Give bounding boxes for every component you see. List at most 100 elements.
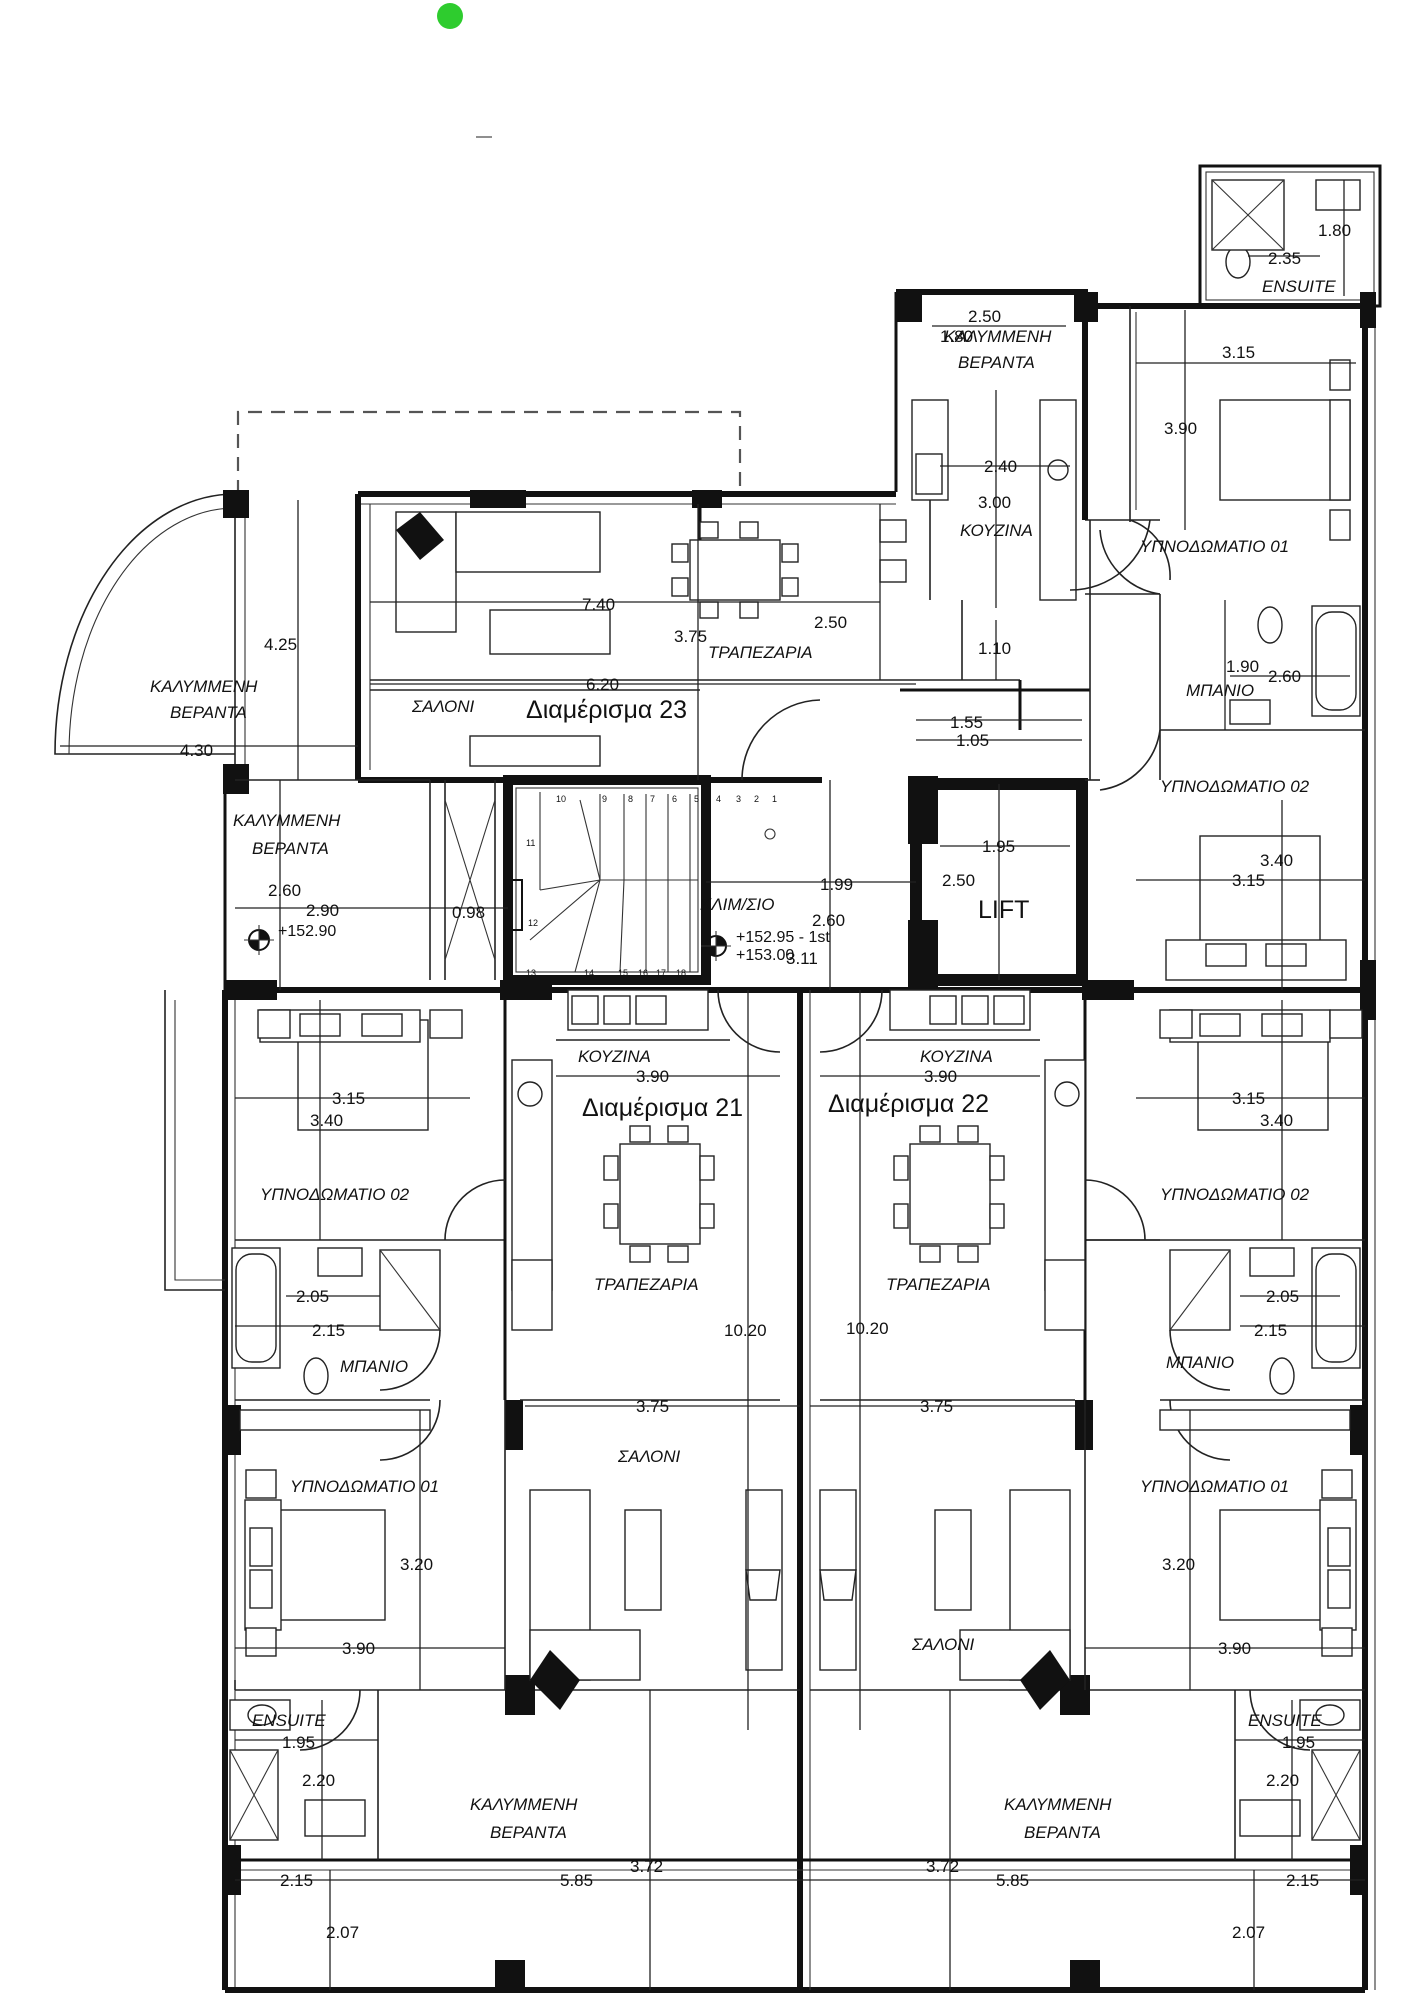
bed-a23-bedroom-02: [1165, 835, 1347, 981]
step-7: 7: [650, 794, 655, 804]
bedroom-02-a21: ΥΠΝΟΔΩΜΑΤΙΟ 02: [260, 1185, 410, 1204]
dim-2-15-b: 2.15: [1254, 1321, 1287, 1340]
dim-3-40-c: 3.40: [1260, 1111, 1293, 1130]
dim-1-99: 1.99: [820, 875, 853, 894]
step-10: 10: [556, 794, 566, 804]
dining-a21: ΤΡΑΠΕΖΑΡΙΑ: [594, 1275, 699, 1294]
room-labels: ENSUITE ΚΑΛΥΜΜΕΝΗ ΒΕΡΑΝΤΑ ΚΟΥΖΙΝΑ ΥΠΝΟΔΩ…: [150, 277, 1336, 1842]
veranda-a23-top-l2: ΒΕΡΑΝΤΑ: [958, 353, 1035, 372]
dim-2-05-b: 2.05: [1266, 1287, 1299, 1306]
dimension-labels: 1.80 2.35 2.50 1.80 3.15 3.90 2.40 3.00 …: [180, 221, 1351, 1942]
kitchen-a22: ΚΟΥΖΙΝΑ: [920, 1047, 993, 1066]
dim-10-20-b: 10.20: [846, 1319, 889, 1338]
dim-1-55: 1.55: [950, 713, 983, 732]
step-12: 12: [528, 918, 538, 928]
dining-a22: ΤΡΑΠΕΖΑΡΙΑ: [886, 1275, 991, 1294]
dim-2-60-b: 2.60: [268, 881, 301, 900]
dim-5-85: 5.85: [560, 1871, 593, 1890]
dim-3-75-b: 3.75: [636, 1397, 669, 1416]
level-152-90: +152.90: [278, 923, 336, 940]
dim-7-40: 7.40: [582, 595, 615, 614]
dim-3-90-e: 3.90: [1218, 1639, 1251, 1658]
dim-2-07: 2.07: [326, 1923, 359, 1942]
dim-2-15-d: 2.15: [1286, 1871, 1319, 1890]
staircase[interactable]: [503, 775, 776, 985]
dim-3-75-c: 3.75: [920, 1397, 953, 1416]
lift-shaft[interactable]: [908, 776, 1088, 988]
ensuite-a21: ENSUITE: [252, 1711, 326, 1730]
dim-3-75: 3.75: [674, 627, 707, 646]
living-a22: ΣΑΛΟΝΙ: [911, 1635, 974, 1654]
dim-2-60: 2.60: [1268, 667, 1301, 686]
veranda-left-l2: ΒΕΡΑΝΤΑ: [170, 703, 247, 722]
bedroom-01-a23: ΥΠΝΟΔΩΜΑΤΙΟ 01: [1140, 537, 1289, 556]
ensuite-a23: ENSUITE: [1262, 277, 1336, 296]
dim-2-15: 2.15: [312, 1321, 345, 1340]
left-veranda-mid: [164, 779, 496, 1291]
dim-2-90: 2.90: [306, 901, 339, 920]
step-5: 5: [694, 794, 699, 804]
lift-label: LIFT: [978, 896, 1029, 924]
dim-1-95: 1.95: [982, 837, 1015, 856]
dim-3-90-c: 3.90: [924, 1067, 957, 1086]
bathroom-a21: ΜΠΑΝΙΟ: [340, 1357, 408, 1376]
bathroom-a23-label: ΜΠΑΝΙΟ: [1186, 681, 1254, 700]
dim-2-20-b: 2.20: [1266, 1771, 1299, 1790]
level-labels: +152.90 +152.95 - 1st +153.00: [278, 923, 830, 964]
dim-2-05: 2.05: [296, 1287, 329, 1306]
stair-step-numbers: 10 9 8 7 6 5 4 3 2 1 11 12 13 14 15 16 1…: [526, 794, 777, 978]
dim-2-07-b: 2.07: [1232, 1923, 1265, 1942]
kitchen-a21: ΚΟΥΖΙΝΑ: [578, 1047, 651, 1066]
dim-1-05: 1.05: [956, 731, 989, 750]
bedroom-01-a22: ΥΠΝΟΔΩΜΑΤΙΟ 01: [1140, 1477, 1289, 1496]
apartment-22: [819, 989, 1365, 1860]
apartment-22-title: Διαμέρισμα 22: [828, 1090, 989, 1118]
level-152-95: +152.95 - 1st: [736, 929, 830, 946]
dim-0-98: 0.98: [452, 903, 485, 922]
dining-a23: ΤΡΑΠΕΖΑΡΙΑ: [708, 643, 813, 662]
veranda-a23-top-l1: ΚΑΛΥΜΜΕΝΗ: [944, 327, 1052, 346]
dim-3-40: 3.40: [1260, 851, 1293, 870]
bedroom-01-a21: ΥΠΝΟΔΩΜΑΤΙΟ 01: [290, 1477, 439, 1496]
apartment-21: [229, 989, 783, 1860]
level-markers: [244, 925, 731, 961]
step-8: 8: [628, 794, 633, 804]
dim-4-25: 4.25: [264, 635, 297, 654]
veranda-a21-l2: ΒΕΡΑΝΤΑ: [490, 1823, 567, 1842]
dim-3-00: 3.00: [978, 493, 1011, 512]
veranda-mid-l1: ΚΑΛΥΜΜΕΝΗ: [233, 811, 341, 830]
dim-2-50-c: 2.50: [942, 871, 975, 890]
dim-3-15: 3.15: [1222, 343, 1255, 362]
step-16: 16: [638, 968, 648, 978]
dim-2-15-c: 2.15: [280, 1871, 313, 1890]
step-2: 2: [754, 794, 759, 804]
step-11: 11: [526, 838, 535, 848]
living-a21: ΣΑΛΟΝΙ: [617, 1447, 680, 1466]
dim-3-40-b: 3.40: [310, 1111, 343, 1130]
step-4: 4: [716, 794, 721, 804]
dimension-lines: [60, 180, 1365, 1990]
stair-label: ΚΛΙΜ/ΣΙΟ: [700, 895, 774, 914]
dim-3-15-b: 3.15: [1232, 871, 1265, 890]
apartment-23-title: Διαμέρισμα 23: [526, 696, 687, 724]
veranda-a22-l1: ΚΑΛΥΜΜΕΝΗ: [1004, 1795, 1112, 1814]
dim-1-80-b: 1.80: [940, 327, 973, 346]
dim-2-20: 2.20: [302, 1771, 335, 1790]
dim-3-15-c: 3.15: [332, 1089, 365, 1108]
step-15: 15: [618, 968, 628, 978]
bedroom-02-a23: ΥΠΝΟΔΩΜΑΤΙΟ 02: [1160, 777, 1310, 796]
step-13: 13: [526, 968, 536, 978]
veranda-mid-l2: ΒΕΡΑΝΤΑ: [252, 839, 329, 858]
dim-3-90: 3.90: [1164, 419, 1197, 438]
living-a23: ΣΑΛΟΝΙ: [411, 697, 474, 716]
step-1: 1: [772, 794, 777, 804]
dim-10-20: 10.20: [724, 1321, 767, 1340]
step-14: 14: [584, 968, 594, 978]
dim-3-90-d: 3.90: [342, 1639, 375, 1658]
dim-2-60-c: 2.60: [812, 911, 845, 930]
dim-1-95-c: 1.95: [1282, 1733, 1315, 1752]
status-dot: [437, 3, 463, 29]
dim-2-50: 2.50: [968, 307, 1001, 326]
dim-2-35: 2.35: [1268, 249, 1301, 268]
